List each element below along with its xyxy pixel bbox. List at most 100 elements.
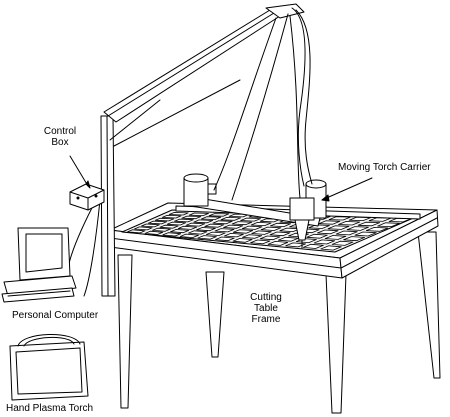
slat-cell: [231, 221, 253, 226]
slat-cell: [162, 232, 182, 237]
control-box-label-line1: Control: [43, 126, 77, 137]
slat-cell: [259, 235, 281, 241]
slat-cell: [179, 233, 199, 239]
slat-cell: [185, 222, 206, 227]
slat-cell: [327, 225, 350, 230]
slat-cell: [204, 223, 225, 228]
control-box-label-line2: Box: [51, 137, 69, 148]
slat-cell: [267, 240, 289, 246]
slat-cell: [279, 227, 301, 233]
slat-cell: [188, 230, 208, 235]
boom-top-bracket: [265, 3, 305, 19]
leader-arrows: [69, 155, 373, 202]
hand-plasma-torch-label: Hand Plasma Torch: [6, 403, 94, 414]
slat-cell: [208, 213, 230, 217]
slat-cell: [170, 229, 190, 234]
slat-cell: [250, 221, 272, 227]
table-leg-front-center: [205, 271, 225, 358]
slat-cell: [324, 235, 347, 240]
support-boom: [100, 3, 305, 297]
slat-cell: [316, 229, 339, 235]
slat-cell: [127, 229, 146, 234]
slat-cell: [277, 236, 299, 242]
slat-cell: [174, 218, 194, 223]
slat-cell: [144, 230, 164, 235]
table-legs: [117, 231, 441, 414]
slat-cell: [365, 226, 389, 232]
slat-cell: [154, 217, 175, 222]
slat-cell: [166, 221, 187, 226]
table-right-apron: [339, 209, 439, 279]
slat-cell: [346, 226, 369, 231]
slat-cell: [193, 219, 214, 224]
slat-cell: [168, 212, 189, 216]
hand-plasma-torch-unit: [9, 334, 89, 401]
slat-cell: [343, 236, 366, 242]
torch-carriage: [289, 197, 315, 221]
slat-cell: [306, 233, 328, 239]
control-box: [69, 183, 105, 211]
slat-cell: [220, 216, 242, 221]
slat-cell: [338, 221, 361, 226]
slat-cell: [240, 217, 261, 222]
slat-cell: [223, 232, 244, 238]
slat-cell: [147, 220, 168, 225]
slat-cell: [269, 222, 292, 228]
slat-cell: [313, 239, 336, 245]
cutting-label-line1: Cutting: [250, 292, 282, 303]
slat-cell: [260, 226, 282, 231]
slat-cell: [320, 245, 342, 251]
boom-diagonal: [113, 79, 241, 147]
slat-cell: [197, 235, 217, 240]
slat-cell: [181, 215, 202, 220]
control-box-leader: [69, 155, 89, 187]
slat-cell: [177, 225, 198, 230]
slat-cell: [205, 231, 226, 236]
slat-cell: [241, 234, 263, 239]
moving-torch-carrier-label: Moving Torch Carrier: [338, 162, 431, 173]
slat-cell: [302, 243, 324, 249]
slat-cell: [335, 230, 358, 236]
slat-cell: [354, 231, 377, 237]
table-leg-front-left: [117, 254, 133, 409]
slat-cell: [188, 212, 209, 217]
slat-cell: [223, 224, 244, 229]
torch-carrier-leader: [321, 177, 373, 201]
boom-brace: [109, 99, 161, 141]
slat-cell: [232, 229, 254, 234]
personal-computer: [1, 227, 77, 303]
slat-cell: [377, 222, 400, 228]
slat-cell: [269, 231, 291, 237]
computer-keyboard: [1, 287, 75, 303]
slat-cell: [134, 226, 153, 231]
gantry-motor-left: [183, 177, 209, 207]
slat-cell: [285, 242, 307, 248]
slat-cell: [196, 227, 216, 232]
slat-cell: [141, 223, 160, 228]
slat-cell: [161, 214, 182, 219]
slat-cell: [159, 224, 179, 229]
personal-computer-label: Personal Computer: [12, 310, 99, 321]
slat-cell: [232, 238, 253, 243]
control-box-label: Control Box: [40, 126, 80, 148]
slat-cell: [331, 240, 354, 246]
cutting-table-frame-label: Cutting Table Frame: [246, 292, 286, 325]
slat-cell: [200, 216, 222, 220]
slat-cell: [318, 220, 341, 225]
table-leg-front-right: [325, 273, 347, 414]
slat-cell: [250, 239, 271, 245]
gantry: [175, 173, 421, 249]
plasma-torch-head: [294, 219, 310, 241]
slat-cell: [215, 236, 235, 242]
cutting-label-line3: Frame: [251, 314, 281, 325]
slat-cell: [214, 228, 235, 233]
slat-cell: [251, 230, 272, 235]
slat-cell: [357, 221, 381, 227]
slat-cell: [152, 227, 171, 232]
cutting-label-line2: Table: [254, 303, 278, 314]
slat-cell: [241, 225, 263, 230]
slat-cell: [212, 220, 233, 225]
slat-grid: [127, 212, 412, 251]
